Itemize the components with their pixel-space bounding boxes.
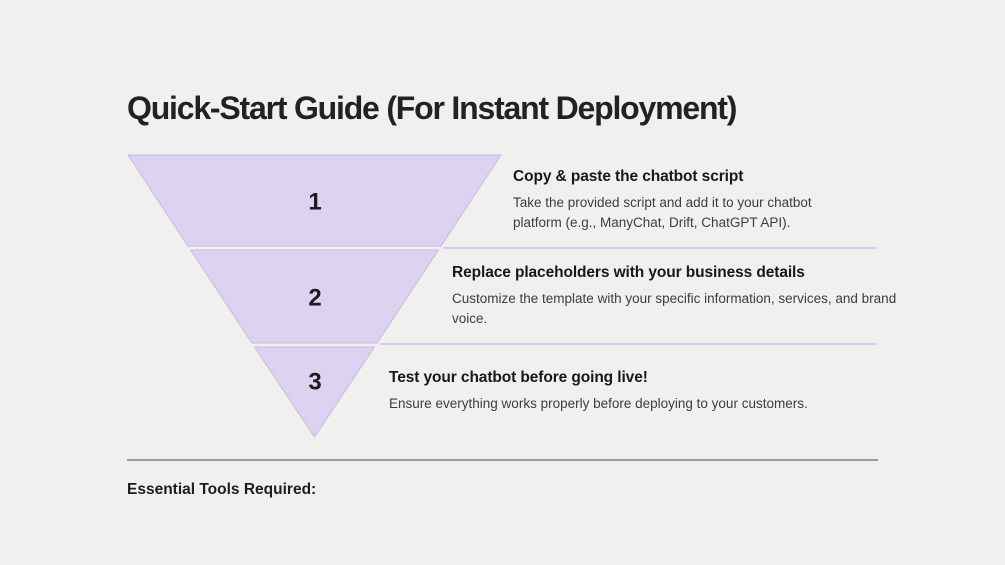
step-description: Take the provided script and add it to y… bbox=[513, 195, 812, 230]
funnel-step-number-3: 3 bbox=[308, 369, 321, 396]
funnel-step-number-1: 1 bbox=[308, 189, 321, 216]
essential-tools-heading: Essential Tools Required: bbox=[127, 481, 317, 498]
step-title: Test your chatbot before going live! bbox=[389, 369, 648, 386]
funnel-segment-1 bbox=[127, 154, 502, 247]
step-title: Replace placeholders with your business … bbox=[452, 264, 805, 281]
funnel-diagram: 1 2 3 bbox=[127, 154, 502, 438]
page-title: Quick-Start Guide (For Instant Deploymen… bbox=[127, 90, 737, 126]
section-separator-line bbox=[127, 459, 878, 461]
step-item-2: Replace placeholders with your business … bbox=[452, 264, 897, 329]
step-divider-1 bbox=[443, 247, 877, 249]
funnel-step-number-2: 2 bbox=[308, 285, 321, 312]
step-item-3: Test your chatbot before going live! Ens… bbox=[389, 369, 879, 414]
step-divider-2 bbox=[380, 343, 877, 345]
step-item-1: Copy & paste the chatbot script Take the… bbox=[513, 168, 858, 233]
funnel-segment-3 bbox=[253, 346, 376, 438]
step-description: Ensure everything works properly before … bbox=[389, 396, 808, 411]
step-title: Copy & paste the chatbot script bbox=[513, 168, 744, 185]
step-description: Customize the template with your specifi… bbox=[452, 291, 897, 326]
funnel-segment-2 bbox=[189, 249, 440, 344]
